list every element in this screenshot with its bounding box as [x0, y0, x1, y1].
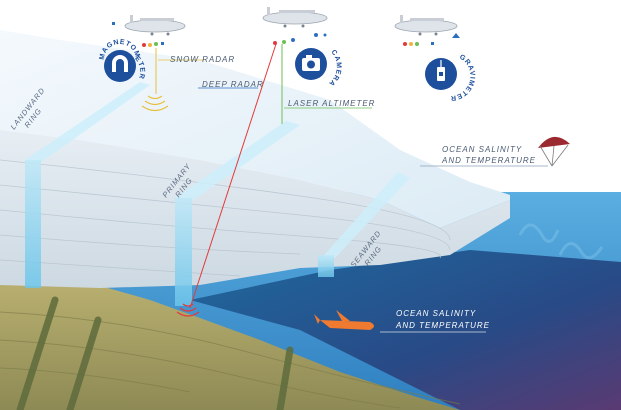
magnetometer-badge — [104, 50, 136, 82]
ocean-top-label-2: AND TEMPERATURE — [441, 156, 536, 165]
seaward-ring-band — [318, 172, 410, 277]
gravimeter-badge — [425, 58, 457, 90]
parachute-probe-icon — [538, 136, 570, 167]
ice-shelf-face — [0, 130, 510, 288]
snow-radar-ping — [141, 95, 169, 112]
ocean-glider-icon — [314, 310, 374, 330]
sensor-dots — [112, 22, 460, 47]
bedrock-faults — [16, 296, 294, 410]
ocean-bottom-label-1: OCEAN SALINITY — [396, 309, 476, 318]
snow-radar-label: SNOW RADAR — [170, 55, 235, 64]
gravimeter-icon — [437, 60, 445, 81]
bedrock-strata — [0, 311, 461, 409]
camera-badge — [295, 48, 327, 80]
camera-icon — [302, 55, 320, 71]
laser-beam — [189, 43, 277, 309]
ocean-top-label-1: OCEAN SALINITY — [442, 145, 522, 154]
aircraft-icon — [262, 7, 328, 28]
aircraft-icon — [124, 15, 186, 36]
ocean-cavity — [190, 250, 621, 410]
ocean-bottom-label-2: AND TEMPERATURE — [395, 321, 490, 330]
magnet-icon — [112, 55, 128, 72]
deep-radar-ping — [176, 303, 200, 317]
deep-radar-label: DEEP RADAR — [202, 80, 264, 89]
aircraft-icon — [394, 15, 458, 36]
laser-altimeter-label: LASER ALTIMETER — [288, 99, 375, 108]
landward-ring-band — [25, 82, 150, 288]
